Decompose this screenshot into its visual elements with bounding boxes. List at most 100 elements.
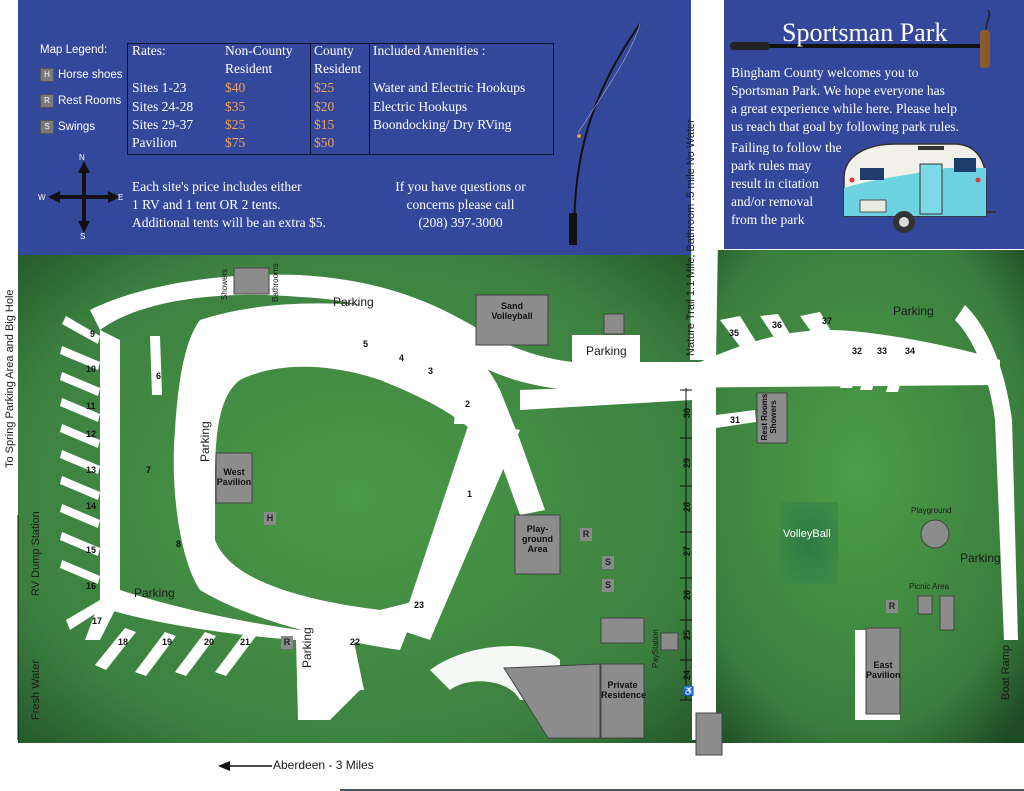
small-building-parking	[603, 313, 625, 335]
rates-col-divider	[369, 44, 370, 154]
road-north	[690, 0, 722, 360]
restroom-icon: R	[580, 528, 592, 541]
legend-item-horseshoes: H Horse shoes	[40, 68, 123, 82]
site-number: 9	[90, 329, 96, 339]
bathrooms-label: Bathrooms	[271, 263, 280, 302]
site-number: 24	[682, 669, 692, 680]
private-residence-lot	[503, 663, 601, 739]
amenity: Boondocking/ Dry RVing	[373, 117, 512, 132]
noncounty-header-2: Resident	[225, 61, 273, 76]
price-note-line: 1 RV and 1 tent OR 2 tents.	[132, 197, 281, 212]
rate-county: $25	[314, 80, 335, 95]
private-residence-label: Private Residence	[601, 680, 646, 700]
site-number: 20	[204, 637, 215, 647]
label-line: Pavilion	[216, 477, 252, 487]
site-number: 35	[729, 328, 740, 338]
site-number: 21	[240, 637, 251, 647]
site-number: 26	[682, 589, 692, 600]
site-number: 37	[822, 316, 833, 326]
rate-site: Sites 24-28	[132, 99, 194, 114]
legend-key-s: S	[40, 120, 54, 134]
parking-label: Parking	[893, 304, 934, 318]
playground-label: Playground	[911, 506, 952, 515]
rod-icon	[730, 10, 991, 68]
rate-noncounty: $75	[225, 135, 246, 150]
site-number: 1	[467, 489, 473, 499]
showers-label: Showers	[220, 268, 229, 300]
warning-line: and/or removal	[731, 194, 814, 209]
compass-n: N	[79, 153, 85, 162]
legend-item-swings: S Swings	[40, 120, 95, 134]
paystation-label: PayStation	[651, 629, 660, 668]
boat-ramp-label: Boat Ramp	[1000, 644, 1012, 700]
legend-label: Swings	[58, 121, 96, 133]
site-number: 12	[86, 429, 97, 439]
welcome-line: Sportsman Park. We hope everyone has	[731, 83, 945, 98]
site-number: 13	[86, 465, 97, 475]
parking-label: Parking	[134, 586, 175, 600]
rate-site: Sites 29-37	[132, 117, 194, 132]
label-line: West	[223, 467, 245, 477]
site-number: 2	[465, 399, 471, 409]
rate-site: Pavilion	[132, 135, 178, 150]
compass-icon	[48, 161, 120, 233]
east-pavilion-label: East Pavilion	[866, 660, 901, 680]
rate-site: Sites 1-23	[132, 80, 187, 95]
warning-line: park rules may	[731, 158, 812, 173]
warning-line: result in citation	[731, 176, 819, 191]
park-title: Sportsman Park	[782, 18, 948, 47]
rate-county: $15	[314, 117, 335, 132]
accessible-icon: ♿	[683, 686, 695, 696]
rates-table	[127, 43, 554, 155]
amenities-header: Included Amenities :	[373, 43, 486, 58]
info-panel	[18, 0, 691, 255]
site-number: 4	[399, 353, 405, 363]
aberdeen-label: Aberdeen - 3 Miles	[273, 758, 374, 772]
contact-note-line: concerns please call	[406, 197, 515, 212]
legend-label: Rest Rooms	[58, 95, 122, 107]
site-number: 25	[682, 629, 692, 640]
road-west-spine	[85, 330, 120, 640]
rate-noncounty: $25	[225, 117, 246, 132]
welcome-line: a great experience while here. Please he…	[731, 101, 958, 116]
compass-s: S	[80, 232, 86, 241]
site-number: 19	[162, 637, 173, 647]
parking-label: Parking	[333, 295, 374, 309]
contact-note: If you have questions or concerns please…	[378, 178, 543, 232]
site-number: 31	[730, 415, 741, 425]
site-number: 15	[86, 545, 97, 555]
parking-label: Parking	[960, 551, 1001, 565]
label-line: Rest Rooms	[760, 393, 769, 441]
welcome-text: Bingham County welcomes you to Sportsman…	[731, 64, 959, 136]
label-line: Play-	[526, 524, 549, 534]
rates-header: Rates:	[132, 43, 166, 58]
site-number: 30	[682, 407, 692, 418]
site-number: 16	[86, 581, 97, 591]
parking-label: Parking	[300, 627, 314, 668]
road-east-link	[520, 384, 692, 410]
picnic-table-1	[917, 595, 933, 615]
label-line: Area	[527, 544, 548, 554]
buildings	[215, 267, 955, 756]
sand-volleyball-label: Sand Volleyball	[476, 301, 548, 321]
playground-area	[514, 514, 561, 575]
rate-noncounty: $40	[225, 80, 246, 95]
legend-key-r: R	[40, 94, 54, 108]
restroom-icon: R	[886, 600, 898, 613]
picnic-area-label: Picnic Area	[909, 582, 950, 591]
swings-icon: S	[602, 579, 614, 592]
label-line: Pavilion	[866, 670, 901, 680]
fresh-water-label: Fresh Water	[30, 659, 42, 720]
contact-note-line: (208) 397-3000	[418, 215, 503, 230]
site-number: 5	[363, 339, 369, 349]
parking-label: Parking	[198, 421, 212, 462]
site-number: 22	[350, 637, 361, 647]
camper-trailer-icon	[843, 143, 996, 233]
site-number: 32	[852, 346, 863, 356]
contact-note-line: If you have questions or	[395, 179, 526, 194]
site-number: 34	[905, 346, 916, 356]
label-line: Private	[607, 680, 638, 690]
road-south	[110, 590, 360, 720]
playground-circle	[920, 519, 950, 549]
